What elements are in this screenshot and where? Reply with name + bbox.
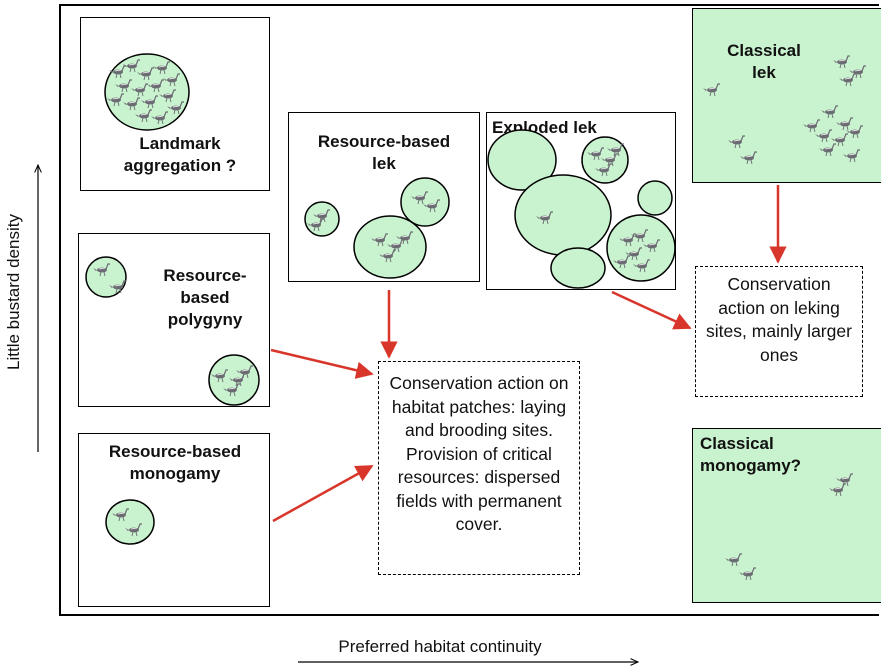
panel-resource-based-monogamy (78, 433, 270, 607)
habitat-patches-exploded-lek (487, 129, 676, 289)
arrow-polygyny-to-note (270, 348, 374, 379)
label-resource-based-monogamy: Resource-based monogamy (108, 442, 242, 483)
habitat-patch-monogamy (105, 499, 155, 545)
arrow-exploded-lek-to-leking-note (611, 290, 692, 330)
label-classical-lek: Classical lek (727, 41, 801, 82)
panel-classical-lek (692, 8, 881, 183)
label-classical-monogamy: Classical monogamy? (700, 434, 802, 475)
red-arrows (270, 185, 787, 523)
diagram-frame (59, 4, 879, 616)
note-leking-sites: Conservation action on leking sites, mai… (695, 266, 863, 397)
label-resource-based-polygyny: Resource- based polygyny (163, 266, 247, 329)
arrow-monogamy-to-note (272, 464, 374, 523)
panel-classical-monogamy (692, 428, 881, 603)
label-landmark-aggregation: Landmark aggregation ? (123, 134, 237, 175)
note-habitat-patches: Conservation action on habitat patches: … (378, 361, 580, 575)
x-axis-label: Preferred habitat continuity (338, 637, 542, 656)
habitat-patches-polygyny (85, 256, 260, 406)
habitat-patch-landmark (104, 53, 190, 131)
label-resource-based-lek: Resource-based lek (317, 132, 451, 173)
habitat-patches-resource-lek (304, 177, 450, 279)
bird-icons (92, 55, 867, 581)
